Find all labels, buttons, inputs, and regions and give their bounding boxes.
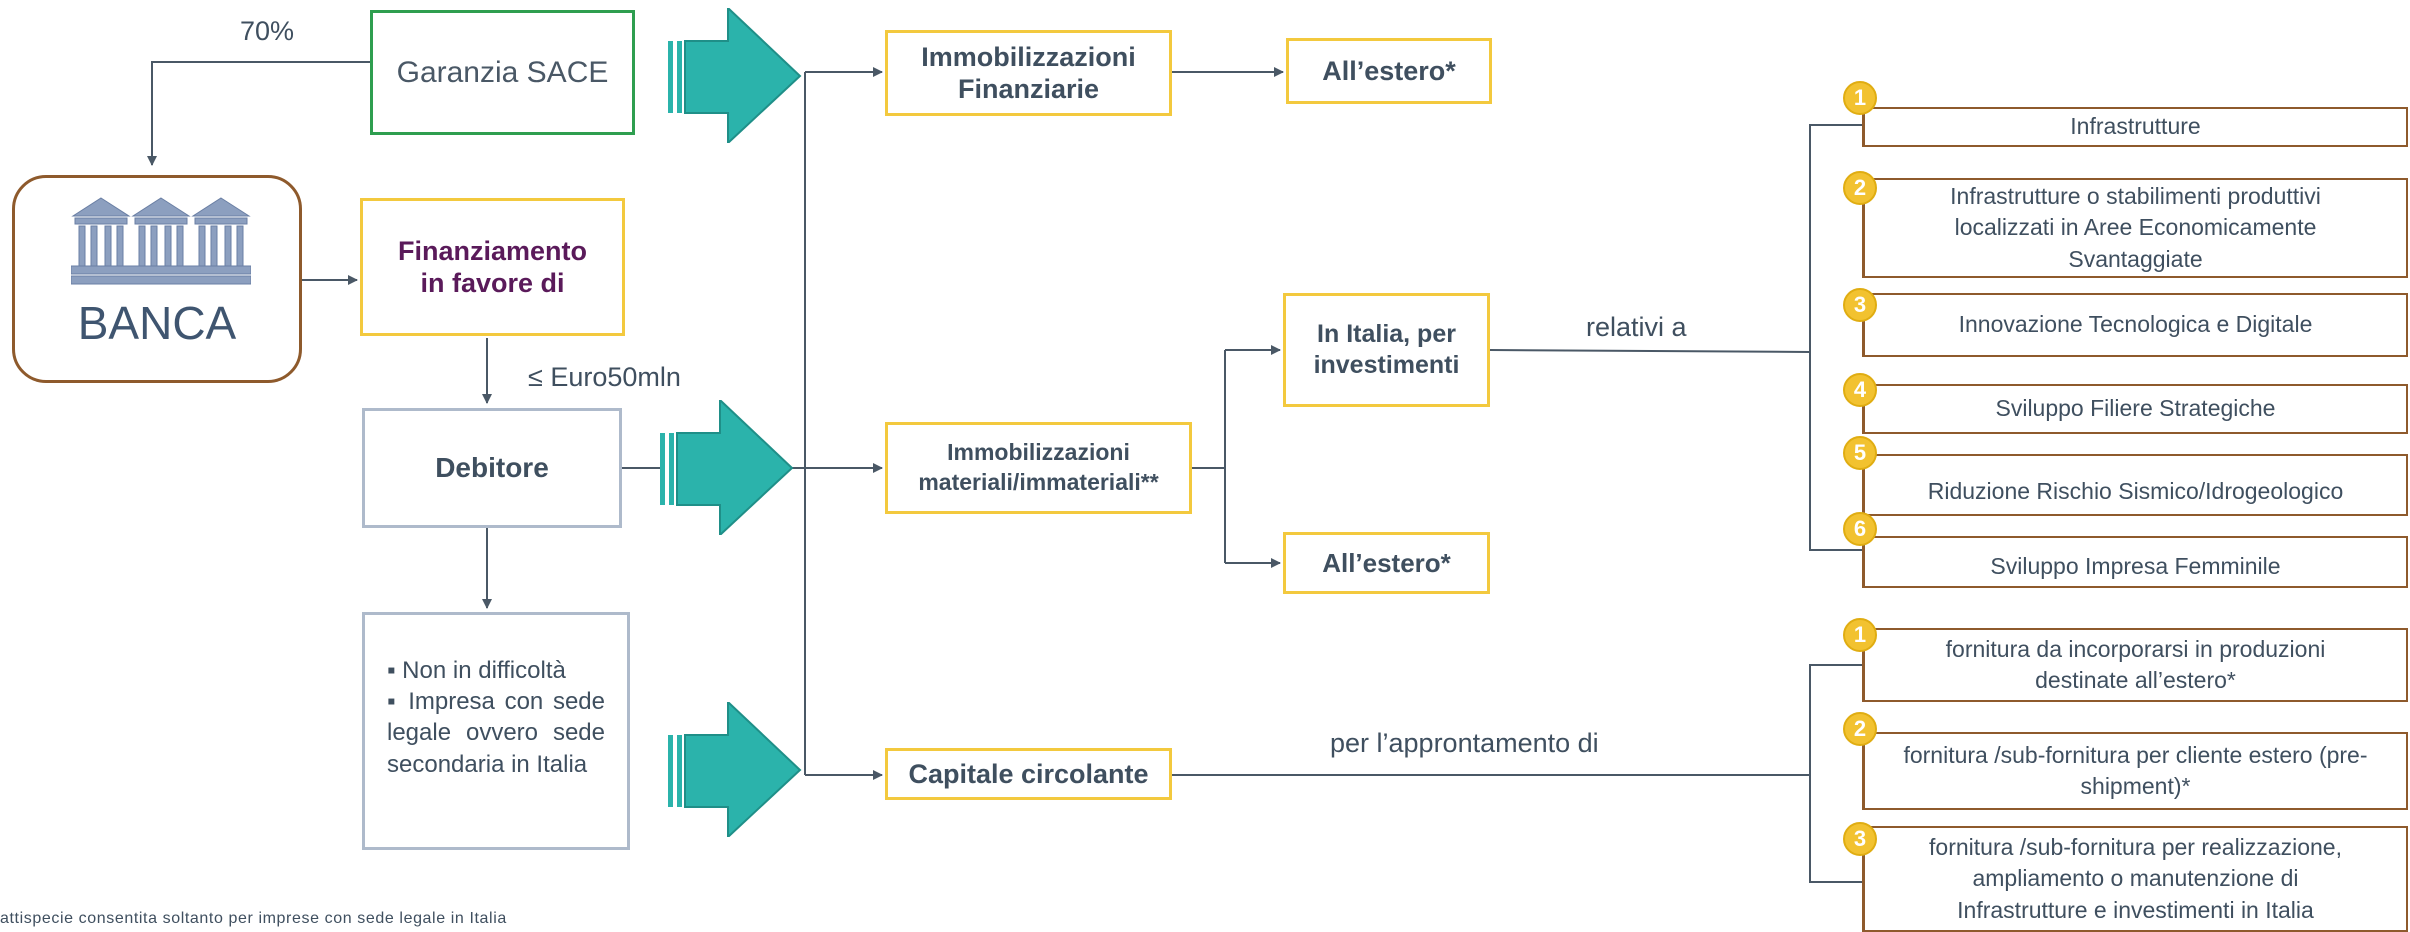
fornitura-badge-3: 3 <box>1843 822 1877 856</box>
estero-box-2: All’estero* <box>1283 532 1490 594</box>
fornitura-label: fornitura /sub-fornitura per cliente est… <box>1903 741 2368 799</box>
capitale-circolante-box: Capitale circolante <box>885 748 1172 800</box>
investimento-innovazione: Innovazione Tecnologica e Digitale <box>1862 293 2408 357</box>
immobilizzazioni-materiali-box: Immobilizzazioni materiali/immateriali** <box>885 422 1192 514</box>
immobilizzazioni-finanziarie-box: Immobilizzazioni Finanziarie <box>885 30 1172 116</box>
relativi-label: relativi a <box>1586 312 1687 342</box>
investimento-label: Infrastrutture o stabilimenti produttivi… <box>1950 183 2321 272</box>
limit-label: ≤ Euro50mln <box>528 362 681 392</box>
investimento-badge-5: 5 <box>1843 436 1877 470</box>
investimento-badge-2: 2 <box>1843 171 1877 205</box>
investimento-label: Innovazione Tecnologica e Digitale <box>1958 311 2313 338</box>
investimento-label: Riduzione Rischio Sismico/Idrogeologico <box>1927 478 2344 505</box>
requisiti-box: ▪ Non in difficoltà ▪ Impresa con sede l… <box>362 612 630 850</box>
investimento-badge-1: 1 <box>1843 81 1877 115</box>
bank-building-icon <box>71 197 251 285</box>
approntamento-label: per l’approntamento di <box>1330 728 1599 758</box>
requisito-sede-legale: ▪ Impresa con sede legale ovvero sede se… <box>387 688 605 778</box>
investimento-badge-4: 4 <box>1843 373 1877 407</box>
garanzia-sace-box: Garanzia SACE <box>370 10 635 135</box>
flow-arrow-1 <box>668 8 802 143</box>
banca-box: BANCA <box>12 175 302 383</box>
fornitura-infrastrutture-italia: fornitura /sub-fornitura per realizzazio… <box>1862 826 2408 932</box>
estero-box-1: All’estero* <box>1286 38 1492 104</box>
footnote: attispecie consentita soltanto per impre… <box>0 910 507 927</box>
fornitura-pre-shipment: fornitura /sub-fornitura per cliente est… <box>1862 732 2408 810</box>
banca-label: BANCA <box>77 297 237 349</box>
flow-arrow-3 <box>668 702 802 837</box>
investimento-impresa-femminile: Sviluppo Impresa Femminile <box>1862 536 2408 588</box>
investimento-label: Sviluppo Filiere Strategiche <box>1995 395 2276 422</box>
investimento-label: Infrastrutture <box>2070 113 2201 140</box>
investimento-filiere: Sviluppo Filiere Strategiche <box>1862 384 2408 434</box>
investimento-badge-3: 3 <box>1843 288 1877 322</box>
fornitura-badge-2: 2 <box>1843 712 1877 746</box>
fornitura-label: fornitura /sub-fornitura per realizzazio… <box>1929 834 2342 923</box>
fornitura-badge-1: 1 <box>1843 618 1877 652</box>
percent-label: 70% <box>240 16 295 46</box>
flow-arrow-2 <box>660 400 794 535</box>
requisito-non-in-difficolta: ▪ Non in difficoltà <box>387 657 566 684</box>
finanziamento-box: Finanziamento in favore di <box>360 198 625 336</box>
investimento-badge-6: 6 <box>1843 512 1877 546</box>
investimento-aree-svantaggiate: Infrastrutture o stabilimenti produttivi… <box>1862 178 2408 278</box>
fornitura-label: fornitura da incorporarsi in produzioni … <box>1945 635 2326 693</box>
investimento-label: Sviluppo Impresa Femminile <box>1990 553 2281 580</box>
italia-investimenti-box: In Italia, per investimenti <box>1283 293 1490 407</box>
fornitura-produzioni-estero: fornitura da incorporarsi in produzioni … <box>1862 628 2408 702</box>
investimento-infrastrutture: Infrastrutture <box>1862 107 2408 147</box>
debitore-box: Debitore <box>362 408 622 528</box>
investimento-rischio-sismico: Riduzione Rischio Sismico/Idrogeologico <box>1862 454 2408 516</box>
